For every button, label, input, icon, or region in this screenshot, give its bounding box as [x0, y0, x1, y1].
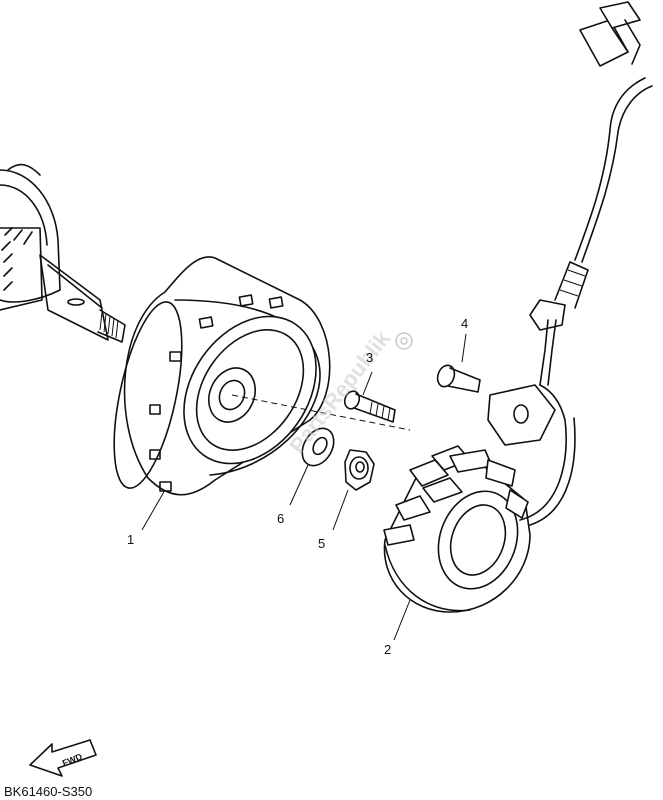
forward-direction-arrow: FWD [29, 739, 97, 777]
leader-lines [141, 333, 467, 641]
callout-2: 2 [384, 642, 391, 657]
crankshaft [0, 163, 126, 343]
stator-bolt [343, 390, 396, 423]
pickup-screw [436, 364, 481, 393]
flange-nut [344, 449, 375, 491]
wire-harness [487, 1, 653, 526]
callout-4: 4 [461, 316, 468, 331]
callout-5: 5 [318, 536, 325, 551]
flywheel-rotor [113, 256, 331, 496]
callout-6: 6 [277, 511, 284, 526]
watermark-gear-icon [395, 332, 413, 350]
callout-1: 1 [127, 532, 134, 547]
callout-3: 3 [366, 350, 373, 365]
drawing-code: BK61460-S350 [4, 784, 92, 799]
stator-coil [383, 445, 531, 613]
washer [301, 427, 335, 467]
